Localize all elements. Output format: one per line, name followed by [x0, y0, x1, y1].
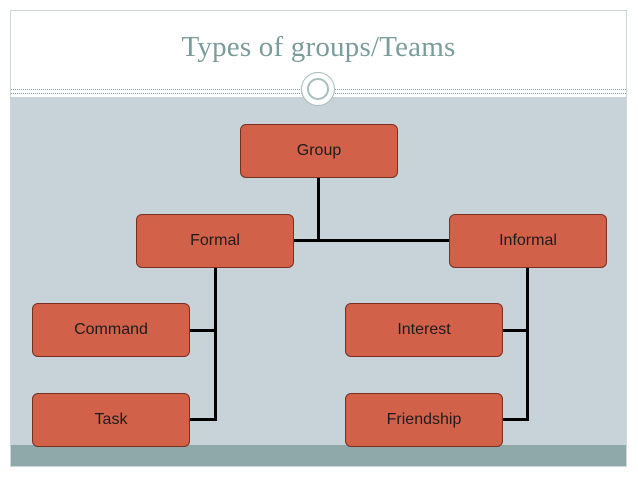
footer-band — [11, 445, 626, 466]
slide-title: Types of groups/Teams — [181, 31, 456, 63]
circle-ornament-icon — [301, 72, 335, 106]
connector-formal-vertical — [214, 267, 217, 421]
connector-informal-vertical — [526, 267, 529, 421]
node-formal: Formal — [136, 214, 294, 268]
node-friendship: Friendship — [345, 393, 503, 447]
connector-informal-to-interest — [501, 329, 529, 332]
circle-ornament-inner — [307, 78, 329, 100]
connector-formal-to-command — [189, 329, 217, 332]
slide: Types of groups/Teams Group Formal Infor… — [10, 10, 627, 467]
connector-informal-to-friendship — [501, 418, 529, 421]
node-command: Command — [32, 303, 190, 357]
connector-branches-horizontal — [292, 239, 451, 242]
node-task: Task — [32, 393, 190, 447]
connector-root-to-branches — [317, 177, 320, 241]
node-interest: Interest — [345, 303, 503, 357]
node-informal: Informal — [449, 214, 607, 268]
connector-formal-to-task — [189, 418, 217, 421]
node-group: Group — [240, 124, 398, 178]
